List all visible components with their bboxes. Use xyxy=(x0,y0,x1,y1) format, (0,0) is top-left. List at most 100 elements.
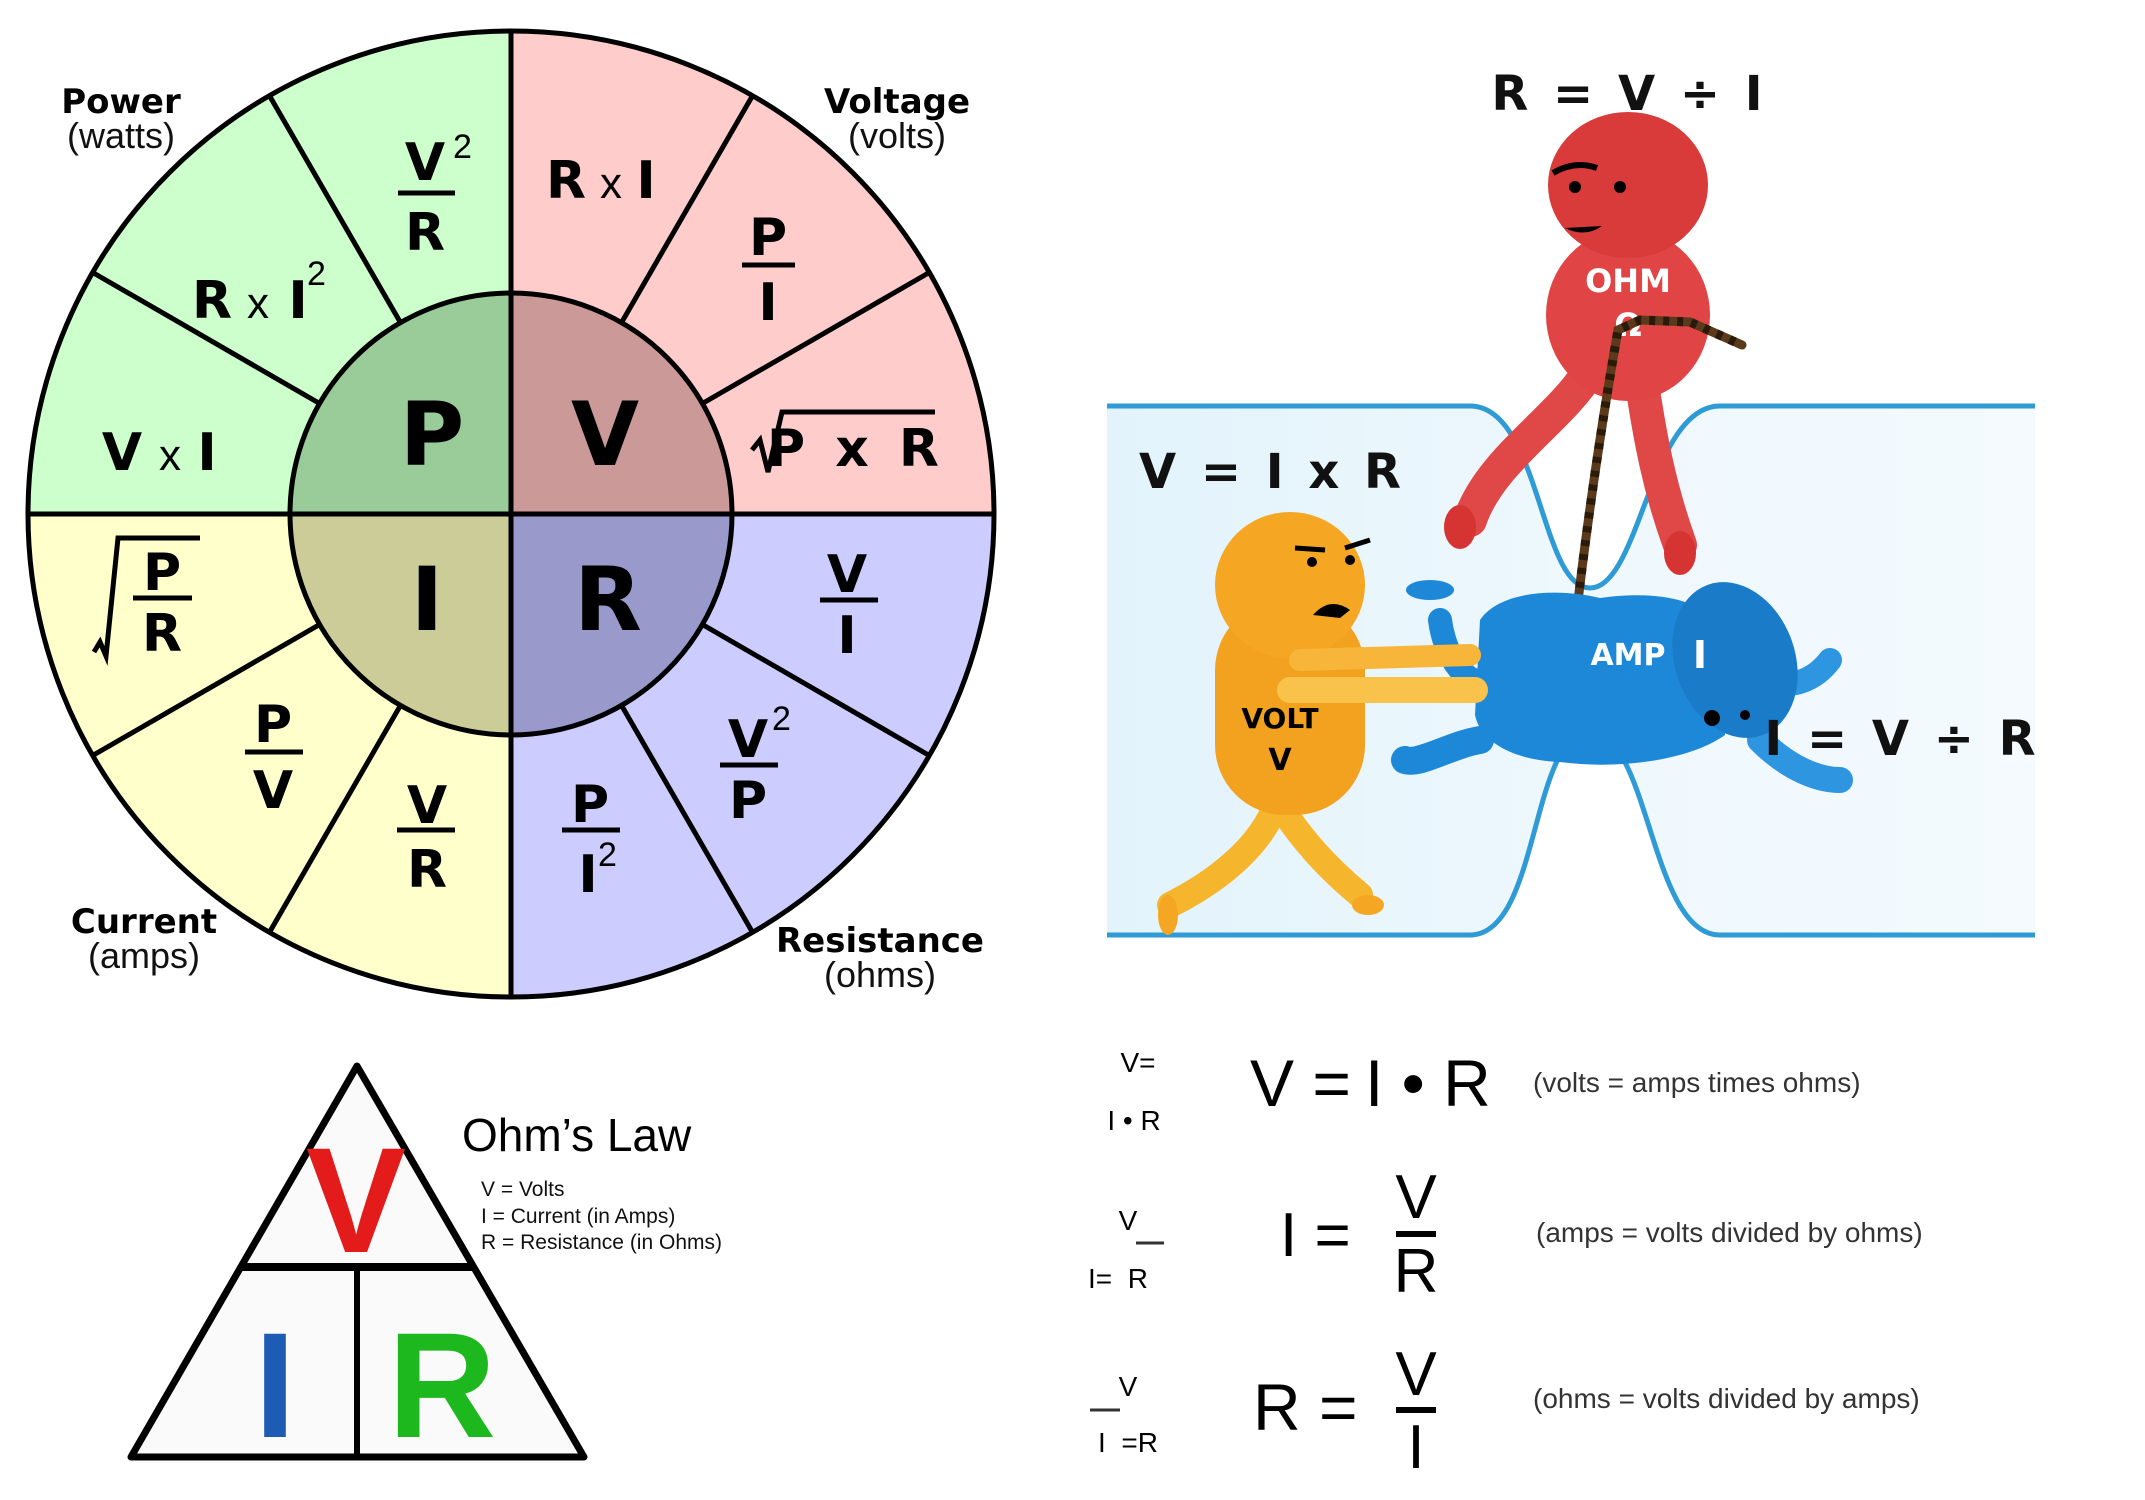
wheel-quadrant-power-inner xyxy=(290,293,511,514)
wheel-quadrant-current-inner xyxy=(290,514,511,735)
volt-eyebrow-icon xyxy=(1294,545,1326,553)
segment-resistance-v-over-i: V I xyxy=(820,545,878,666)
exponent: 2 xyxy=(307,255,326,293)
amp-eye-icon xyxy=(1704,710,1720,726)
ohm-right-foot xyxy=(1664,531,1696,575)
volt-mouth-icon xyxy=(1313,604,1350,618)
denominator: V xyxy=(253,761,293,821)
segment-power-v-x-i: V x I xyxy=(102,423,217,483)
formula-row-resistance: V I =R R = V I (ohms = volts divided by … xyxy=(1090,1340,1920,1482)
ohm-eye-icon xyxy=(1614,181,1626,193)
formula-numerator: V xyxy=(1395,1340,1437,1409)
legend-volts: V = Volts xyxy=(481,1178,564,1201)
wheel-quadrants xyxy=(28,31,994,997)
equation-voltage: V = I x R xyxy=(1139,444,1405,500)
segment-divider-current xyxy=(91,622,321,758)
segment-divider-voltage xyxy=(701,270,931,406)
unit-label-volts: (volts) xyxy=(848,115,946,156)
center-letter-resistance: R xyxy=(574,548,642,651)
segment-divider-power xyxy=(91,270,321,406)
denominator: R xyxy=(407,840,447,900)
exponent: 2 xyxy=(453,128,472,166)
segment-divider-current xyxy=(267,704,403,934)
factor-a: R xyxy=(546,151,586,211)
factor-b: I xyxy=(636,151,655,211)
formula-denominator: I xyxy=(1407,1413,1424,1482)
category-label-resistance: Resistance xyxy=(776,921,984,961)
amp-character: AMP I xyxy=(1391,580,1853,793)
denominator: R xyxy=(405,203,445,263)
ohm-head xyxy=(1548,112,1708,258)
segment-power-r-x-i2: R x I 2 xyxy=(192,255,326,331)
segment-current-v-over-r: V R xyxy=(397,776,455,900)
denominator: I xyxy=(578,845,597,905)
wheel-quadrant-resistance-inner xyxy=(511,514,732,735)
operator: x xyxy=(600,159,622,208)
amp-eye-icon xyxy=(1740,710,1750,720)
sqrt-icon xyxy=(91,535,200,666)
formula-row-voltage: V= I • R V = I • R (volts = amps times o… xyxy=(1107,1046,1860,1136)
amp-symbol: I xyxy=(1693,633,1707,677)
numerator: V xyxy=(405,133,445,193)
formula-description: (volts = amps times ohms) xyxy=(1533,1067,1861,1098)
formula-denominator: R xyxy=(1394,1237,1439,1306)
volt-back-foot xyxy=(1158,895,1178,935)
center-letter-current: I xyxy=(411,548,444,651)
numerator: V xyxy=(728,710,768,770)
denominator: I xyxy=(837,606,856,666)
category-label-power: Power xyxy=(61,82,181,122)
volt-symbol: V xyxy=(1268,743,1292,778)
ohm-character: OHM Ω xyxy=(1444,112,1710,575)
triangle-letter-i: I xyxy=(254,1301,296,1469)
segment-power-v2-over-r: V 2 R xyxy=(398,128,472,263)
formula-wheel: P V I R Power (watts) Voltage (volts) Cu… xyxy=(25,28,997,1000)
ohms-law-cartoon: OHM Ω AMP I xyxy=(1107,66,2036,938)
amp-head xyxy=(1672,582,1798,738)
segment-resistance-p-over-i2: P I 2 xyxy=(562,775,620,905)
denominator: P xyxy=(729,771,767,831)
segment-voltage-sqrt-p-x-r: P x R xyxy=(750,409,945,479)
ohm-left-foot xyxy=(1444,505,1476,549)
formula-numerator: V xyxy=(1395,1163,1437,1232)
segment-divider-resistance xyxy=(701,622,931,758)
volt-upper-arm xyxy=(1289,644,1481,671)
ohm-eye-icon xyxy=(1569,181,1581,193)
volt-eye-icon xyxy=(1345,555,1355,565)
operator: x xyxy=(159,431,181,480)
wheel-dividers xyxy=(91,94,931,934)
numerator: P xyxy=(143,543,181,603)
mnemonic-top: V xyxy=(1119,1371,1138,1402)
numerator: P xyxy=(571,775,609,835)
ohm-smile-icon xyxy=(1565,226,1602,233)
volt-eye-icon xyxy=(1307,557,1317,567)
wheel-quadrant-voltage-inner xyxy=(511,293,732,514)
triangle-title: Ohm’s Law xyxy=(462,1109,692,1161)
formula-row-current: V I= R I = V R (amps = volts divided by … xyxy=(1088,1163,1923,1306)
segment-current-sqrt-p-over-r: P R xyxy=(91,535,200,666)
exponent: 2 xyxy=(772,700,791,738)
segment-current-p-over-v: P V xyxy=(245,695,303,821)
formula-list: V= I • R V = I • R (volts = amps times o… xyxy=(1088,1046,1923,1482)
exponent: 2 xyxy=(598,836,617,874)
mnemonic-top: V xyxy=(1119,1205,1138,1236)
amp-hand xyxy=(1406,580,1454,600)
center-letter-voltage: V xyxy=(571,383,639,486)
denominator: I xyxy=(758,273,777,333)
category-label-current: Current xyxy=(71,902,217,942)
equation-resistance: R = V ÷ I xyxy=(1491,66,1766,122)
amp-lower-left-limb xyxy=(1391,726,1494,775)
formula-lhs: I = xyxy=(1280,1201,1351,1270)
unit-label-ohms: (ohms) xyxy=(824,954,936,995)
factor-b: I xyxy=(197,423,216,483)
mnemonic-bottom: I= R xyxy=(1088,1263,1148,1294)
formula-lhs: R = xyxy=(1253,1370,1358,1444)
formula-description: (ohms = volts divided by amps) xyxy=(1533,1383,1920,1414)
factor-a: V xyxy=(102,423,142,483)
numerator: V xyxy=(827,545,867,605)
mnemonic-top: V= xyxy=(1120,1047,1155,1078)
numerator: V xyxy=(407,776,447,836)
sqrt-expression: P x R xyxy=(767,419,945,479)
segment-resistance-v2-over-p: V 2 P xyxy=(720,700,791,831)
formula-rhs: I • R xyxy=(1365,1046,1491,1120)
ohm-body xyxy=(1546,229,1710,401)
